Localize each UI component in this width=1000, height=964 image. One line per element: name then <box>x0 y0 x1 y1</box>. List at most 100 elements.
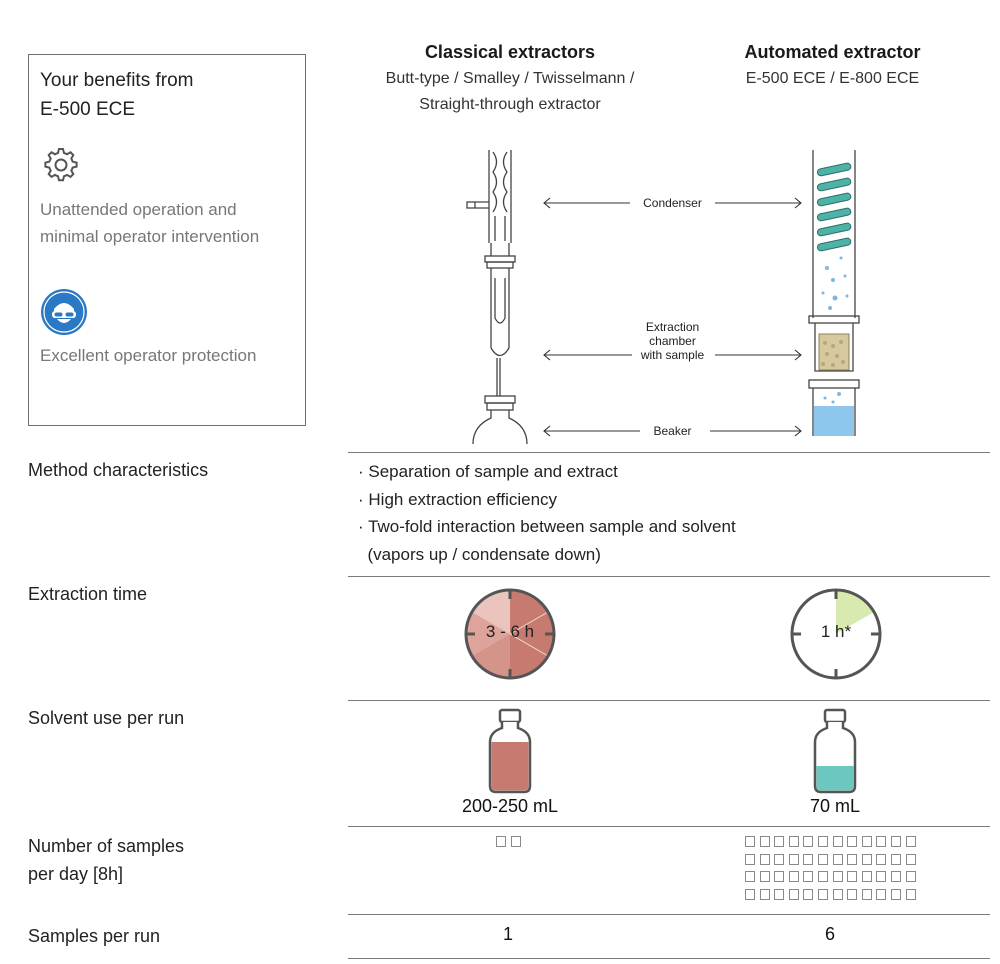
classical-subtitle: Butt-type / Smalley / Twisselmann / Stra… <box>345 66 675 118</box>
method-item: · Separation of sample and extract <box>358 462 618 481</box>
condenser-arrows <box>540 195 805 216</box>
sample-square <box>861 871 872 882</box>
sample-square <box>891 871 901 882</box>
sample-square <box>759 836 770 847</box>
sample-square <box>759 853 770 865</box>
sample-square <box>745 888 755 900</box>
method-item: · Two-fold interaction between sample an… <box>358 517 736 536</box>
automated-solvent-value: 70 mL <box>809 796 861 816</box>
sample-square <box>847 888 858 900</box>
classical-samples-grid <box>496 836 536 852</box>
divider <box>348 576 990 577</box>
sample-square <box>774 888 785 900</box>
gear-icon <box>42 146 80 189</box>
sample-square <box>847 836 858 847</box>
samples-run-label: Samples per run <box>28 926 161 946</box>
method-list: · Separation of sample and extract · Hig… <box>358 458 736 568</box>
beaker-arrows <box>540 423 805 444</box>
sample-square <box>803 871 814 882</box>
divider <box>348 914 990 915</box>
sample-square <box>496 836 506 847</box>
divider <box>348 826 990 827</box>
sample-square <box>905 853 916 865</box>
benefit-unattended-line1: Unattended operation and <box>40 200 237 219</box>
classical-solvent-value: 200-250 mL <box>461 796 559 816</box>
sample-square <box>803 888 814 900</box>
classical-solvent-bottle <box>486 708 534 799</box>
sample-square <box>788 836 799 847</box>
sample-square <box>745 871 755 882</box>
automated-extractor-illustration <box>805 148 865 449</box>
sample-square <box>832 888 843 900</box>
sample-square <box>891 853 901 865</box>
sample-square <box>818 888 828 900</box>
sample-square <box>905 836 916 847</box>
sample-square <box>774 871 785 882</box>
sample-square <box>905 871 916 882</box>
automated-solvent-bottle <box>811 708 859 799</box>
samples-day-label-line2: per day [8h] <box>28 864 124 884</box>
classical-subtitle-line1: Butt-type / Smalley / Twisselmann / <box>385 70 635 87</box>
chamber-label: Extraction chamber with sample <box>620 320 725 362</box>
method-item: (vapors up / condensate down) <box>358 544 601 564</box>
chamber-label-line3: with sample <box>640 348 705 362</box>
time-label: Extraction time <box>28 584 148 604</box>
automated-title: Automated extractor <box>744 42 921 62</box>
sample-square <box>832 853 843 865</box>
sample-square <box>876 853 887 865</box>
sample-square <box>803 836 814 847</box>
sample-square <box>759 888 770 900</box>
sample-square <box>818 853 828 865</box>
sample-square <box>510 836 521 847</box>
classical-title: Classical extractors <box>424 42 596 62</box>
sample-square <box>876 871 887 882</box>
benefit-unattended-line2: minimal operator intervention <box>40 227 260 246</box>
automated-time-value: 1 h* <box>820 622 852 641</box>
sample-square <box>818 871 828 882</box>
classical-time-clock <box>462 586 558 687</box>
solvent-label: Solvent use per run <box>28 708 185 728</box>
sample-square <box>891 888 901 900</box>
sample-square <box>759 871 770 882</box>
sample-square <box>774 853 785 865</box>
sample-square <box>876 888 887 900</box>
divider <box>348 958 990 959</box>
sample-square <box>905 888 916 900</box>
method-item: · High extraction efficiency <box>358 489 558 509</box>
sample-square <box>788 888 799 900</box>
benefits-title-line2: E-500 ECE <box>40 99 136 120</box>
benefit-protection: Excellent operator protection <box>40 346 257 365</box>
sample-square <box>847 871 858 882</box>
sample-square <box>803 853 814 865</box>
sample-square <box>788 871 799 882</box>
sample-square <box>818 836 828 847</box>
sample-square <box>832 871 843 882</box>
benefits-title: Your benefits from E-500 ECE <box>40 66 194 124</box>
automated-samples-grid <box>745 836 925 908</box>
sample-square <box>847 853 858 865</box>
condenser-label: Condenser <box>643 196 702 210</box>
sample-square <box>788 853 799 865</box>
classical-time-value: 3 - 6 h <box>485 622 535 641</box>
sample-square <box>745 853 755 865</box>
samples-day-label: Number of samples per day [8h] <box>28 832 184 888</box>
automated-samples-run-value: 6 <box>824 924 835 944</box>
chamber-label-line2: chamber <box>649 334 696 348</box>
sample-square <box>891 836 901 847</box>
sample-square <box>861 888 872 900</box>
chamber-arrows <box>540 347 805 368</box>
automated-time-clock <box>788 586 884 687</box>
benefits-panel <box>28 54 306 426</box>
classical-extractor-illustration <box>465 148 535 449</box>
safety-goggles-icon <box>40 288 88 341</box>
benefit-unattended: Unattended operation and minimal operato… <box>40 196 259 250</box>
sample-square <box>832 836 843 847</box>
divider <box>348 700 990 701</box>
method-label: Method characteristics <box>28 460 209 480</box>
classical-samples-run-value: 1 <box>502 924 513 944</box>
sample-square <box>774 836 785 847</box>
automated-subtitle: E-500 ECE / E-800 ECE <box>745 70 920 87</box>
sample-square <box>861 853 872 865</box>
sample-square <box>876 836 887 847</box>
sample-square <box>745 836 755 847</box>
